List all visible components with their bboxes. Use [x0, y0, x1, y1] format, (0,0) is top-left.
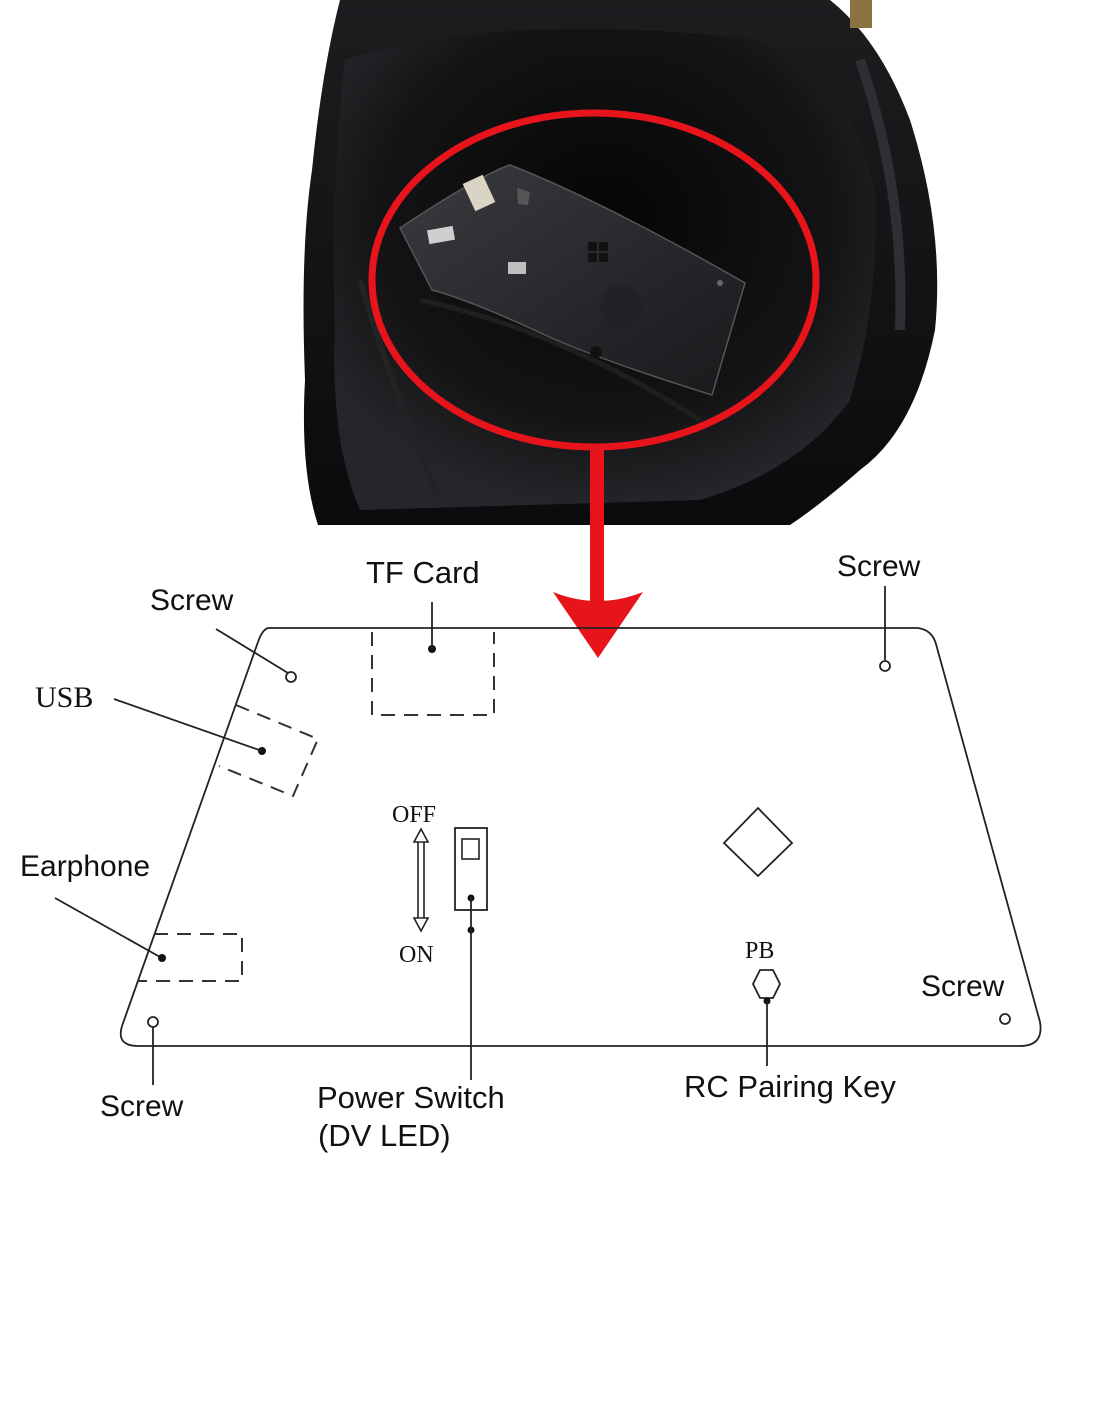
- tf-card-label: TF Card: [366, 555, 480, 590]
- module-screw: [717, 280, 723, 286]
- module-shield: [517, 188, 530, 205]
- rc-pairing-key-label: RC Pairing Key: [684, 1069, 896, 1104]
- power-switch-knob: [461, 838, 480, 860]
- cap-seam: [357, 279, 443, 502]
- buckle: [850, 0, 872, 28]
- usb-port: [218, 704, 320, 798]
- earphone-port: [138, 933, 243, 982]
- power-switch-label-line2: (DV LED): [318, 1118, 451, 1153]
- screw-top-left: [285, 671, 297, 683]
- board-outline: [119, 627, 1042, 1047]
- module-button: [600, 285, 644, 329]
- module-screw: [590, 346, 602, 358]
- arrow-shaft: [590, 448, 604, 608]
- highlight-ellipse: [368, 109, 820, 451]
- on-label: ON: [399, 942, 434, 968]
- off-label: OFF: [392, 802, 436, 828]
- usb-label: USB: [35, 681, 93, 714]
- power-switch-label-line1: Power Switch: [317, 1080, 505, 1115]
- tf-card-slot: [371, 632, 495, 716]
- cap-seam: [855, 58, 906, 331]
- screw-top-right-label: Screw: [837, 550, 921, 583]
- cap-seam: [419, 297, 702, 423]
- screw-bottom-right: [999, 1013, 1011, 1025]
- screw-top-left-label: Screw: [150, 584, 234, 617]
- module-usb-port: [426, 225, 456, 245]
- earphone-point: [158, 954, 166, 962]
- module-tf-slot: [462, 174, 496, 212]
- screw-top-left-leader: [215, 628, 289, 674]
- screw-bottom-left: [147, 1016, 159, 1028]
- cap-photo: [303, 0, 938, 525]
- usb-leader: [113, 698, 263, 752]
- screw-bottom-right-label: Screw: [921, 970, 1005, 1003]
- pb-label: PB: [745, 938, 774, 964]
- red-arrow: [553, 448, 643, 658]
- module-switch: [508, 262, 526, 274]
- screw-bottom-left-label: Screw: [100, 1090, 184, 1123]
- module-logo-icon: [588, 242, 608, 262]
- module-plate: [399, 164, 746, 396]
- switch-arrow-icon: [412, 827, 430, 933]
- board-diagram: TF Card Screw Screw USB Earphone OFF ON: [20, 550, 1042, 1153]
- earphone-leader: [54, 897, 161, 958]
- earphone-label: Earphone: [20, 850, 150, 883]
- camera-module: [399, 164, 746, 396]
- pairing-key: [751, 969, 782, 999]
- diamond-mark: [722, 806, 794, 878]
- arrow-head: [553, 592, 643, 658]
- screw-top-right: [879, 660, 891, 672]
